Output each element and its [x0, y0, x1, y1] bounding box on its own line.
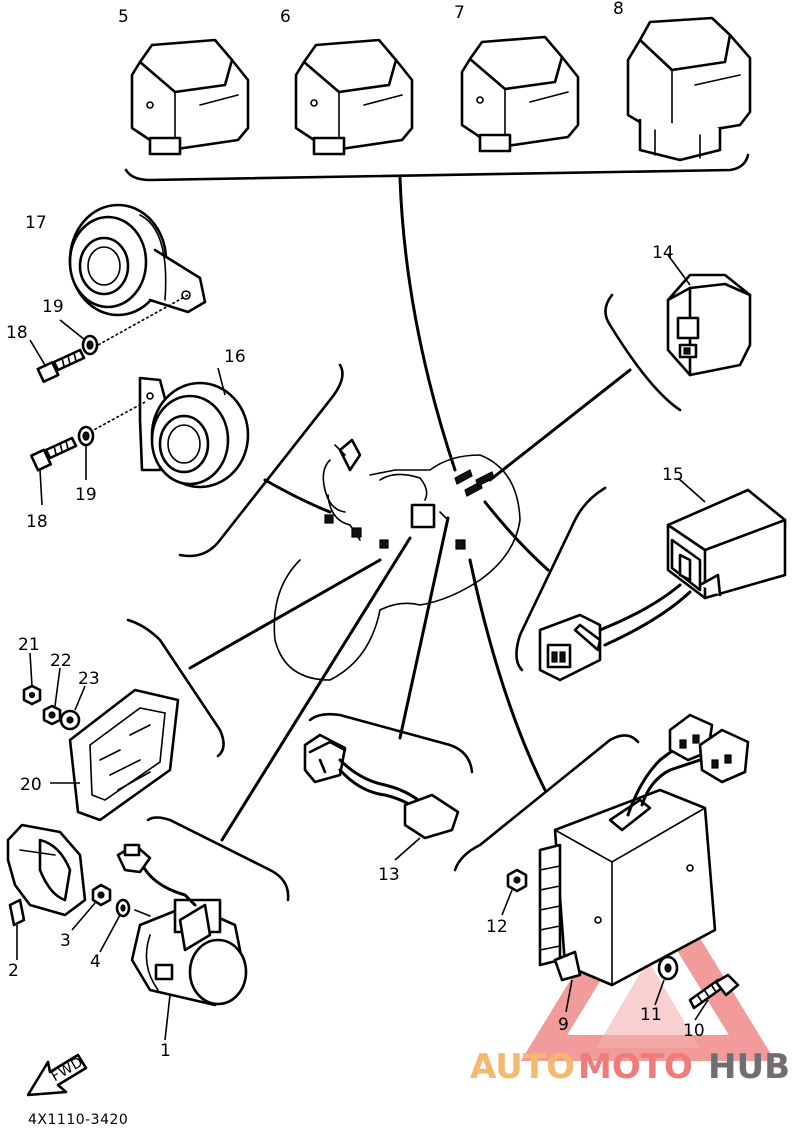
callout-17: 17: [25, 213, 47, 233]
callout-1: 1: [160, 1041, 171, 1061]
washer-11: [657, 955, 679, 981]
bolt-18b: [29, 436, 78, 472]
watermark-moto: MOTO: [578, 1047, 693, 1087]
nut-21: [22, 684, 42, 706]
bolt-18a: [36, 348, 86, 384]
callout-14: 14: [652, 243, 674, 263]
bracket-relays: [124, 153, 750, 182]
callout-19b: 19: [75, 485, 97, 505]
relay-8: [626, 16, 752, 162]
drawing-code: 4X1110-3420: [28, 1112, 128, 1128]
callout-3: 3: [60, 931, 71, 951]
relay-6: [294, 38, 414, 156]
callout-4: 4: [90, 952, 101, 972]
watermark-auto: AUTO: [470, 1047, 575, 1087]
callout-15: 15: [662, 465, 684, 485]
washer-4: [115, 898, 131, 918]
callout-20: 20: [20, 775, 42, 795]
callout-9: 9: [558, 1015, 569, 1035]
relay-5: [130, 38, 250, 156]
nut-12: [506, 868, 528, 893]
washer-19a: [81, 334, 99, 356]
relay-7: [460, 35, 580, 153]
regulator-9: [538, 713, 750, 987]
callout-18b: 18: [26, 512, 48, 532]
horn-16: [138, 376, 250, 489]
callout-2: 2: [8, 961, 19, 981]
callout-22: 22: [50, 651, 72, 671]
nut-22: [42, 704, 62, 726]
washer-23: [59, 709, 81, 731]
relay-14: [666, 273, 752, 377]
harness-13: [303, 733, 460, 840]
callout-13: 13: [378, 865, 400, 885]
callout-6: 6: [280, 7, 291, 27]
frame-center: [273, 438, 521, 681]
horn-1: [116, 843, 248, 1007]
callout-12: 12: [486, 917, 508, 937]
bolt-10: [688, 973, 740, 1010]
reflector-20: [68, 688, 180, 822]
callout-16: 16: [224, 347, 246, 367]
nut-3: [91, 883, 112, 907]
horn-17: [68, 203, 207, 317]
callout-labels: 5 6 7 8 17 14 19 18 16 15 19 18 21 22 23…: [6, 0, 705, 1061]
watermark-text: AUTO MOTO HUB: [470, 1047, 790, 1087]
callout-18a: 18: [6, 323, 28, 343]
callout-23: 23: [78, 669, 100, 689]
relay-15: [538, 488, 787, 682]
callout-10: 10: [683, 1021, 705, 1041]
callout-21: 21: [18, 635, 40, 655]
callout-8: 8: [613, 0, 624, 19]
fwd-arrow-icon: [26, 1053, 88, 1097]
callout-5: 5: [118, 7, 129, 27]
socket-2: [6, 823, 87, 927]
callout-19a: 19: [42, 297, 64, 317]
leader-relays: [398, 176, 457, 472]
watermark-hub: HUB: [708, 1047, 790, 1087]
callout-11: 11: [640, 1005, 662, 1025]
callout-7: 7: [454, 3, 465, 23]
washer-19b: [77, 425, 95, 447]
